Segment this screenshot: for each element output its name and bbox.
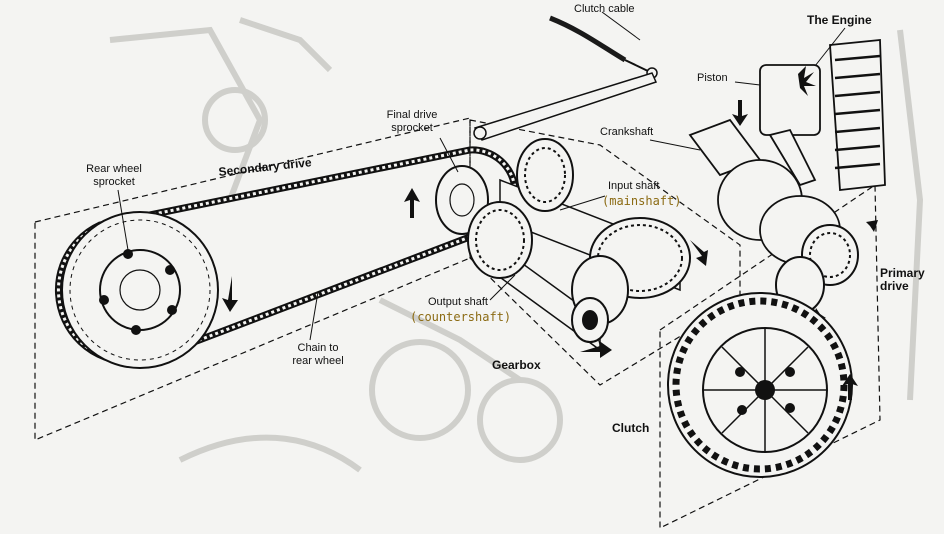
label-rear-wheel-line1: Rear wheel bbox=[86, 163, 142, 175]
label-chain-line1: Chain to bbox=[297, 342, 339, 354]
rear-rotation-arrow bbox=[222, 276, 238, 312]
final-drive-arrow bbox=[404, 188, 420, 218]
gearbox-arrow bbox=[690, 240, 708, 266]
label-primary-drive: Primary drive bbox=[880, 267, 925, 293]
label-gearbox: Gearbox bbox=[492, 358, 541, 372]
clutch-arrow bbox=[842, 374, 858, 400]
background-ghost-art bbox=[109, 17, 924, 473]
label-primary-line1: Primary bbox=[880, 266, 925, 280]
label-clutch-cable: Clutch cable bbox=[574, 3, 635, 15]
primary-arrow-top bbox=[862, 220, 878, 240]
label-mainshaft: (mainshaft) bbox=[602, 194, 682, 208]
label-crankshaft: Crankshaft bbox=[600, 126, 654, 138]
label-rear-wheel-line2: sprocket bbox=[93, 176, 135, 188]
label-primary-line2: drive bbox=[880, 279, 909, 293]
label-piston: Piston bbox=[697, 72, 728, 84]
gearbox-outline bbox=[469, 119, 741, 386]
leader-lines bbox=[117, 11, 846, 341]
secondary-drive-outline bbox=[34, 117, 471, 441]
label-chain-to-rear-wheel: Chain to rear wheel bbox=[286, 342, 350, 368]
label-chain-line2: rear wheel bbox=[292, 355, 344, 367]
label-output-shaft: Output shaft bbox=[428, 296, 488, 308]
gearbox-gears bbox=[467, 138, 691, 343]
clutch-basket bbox=[667, 292, 853, 478]
label-clutch: Clutch bbox=[612, 421, 650, 435]
label-final-drive-line1: Final drive bbox=[386, 109, 438, 121]
label-countershaft: (countershaft) bbox=[410, 310, 512, 324]
label-the-engine: The Engine bbox=[807, 13, 872, 27]
label-final-drive-sprocket: Final drive sprocket bbox=[382, 109, 442, 135]
label-final-drive-line2: sprocket bbox=[391, 122, 433, 134]
rear-wheel-sprocket bbox=[61, 211, 219, 369]
output-shaft-arrow bbox=[580, 340, 612, 358]
piston-arrow bbox=[732, 100, 748, 126]
label-rear-wheel-sprocket: Rear wheel sprocket bbox=[78, 163, 150, 189]
label-input-shaft: Input shaft bbox=[608, 180, 660, 192]
clutch-cable-assembly bbox=[473, 15, 658, 141]
spark-icon bbox=[798, 66, 816, 96]
